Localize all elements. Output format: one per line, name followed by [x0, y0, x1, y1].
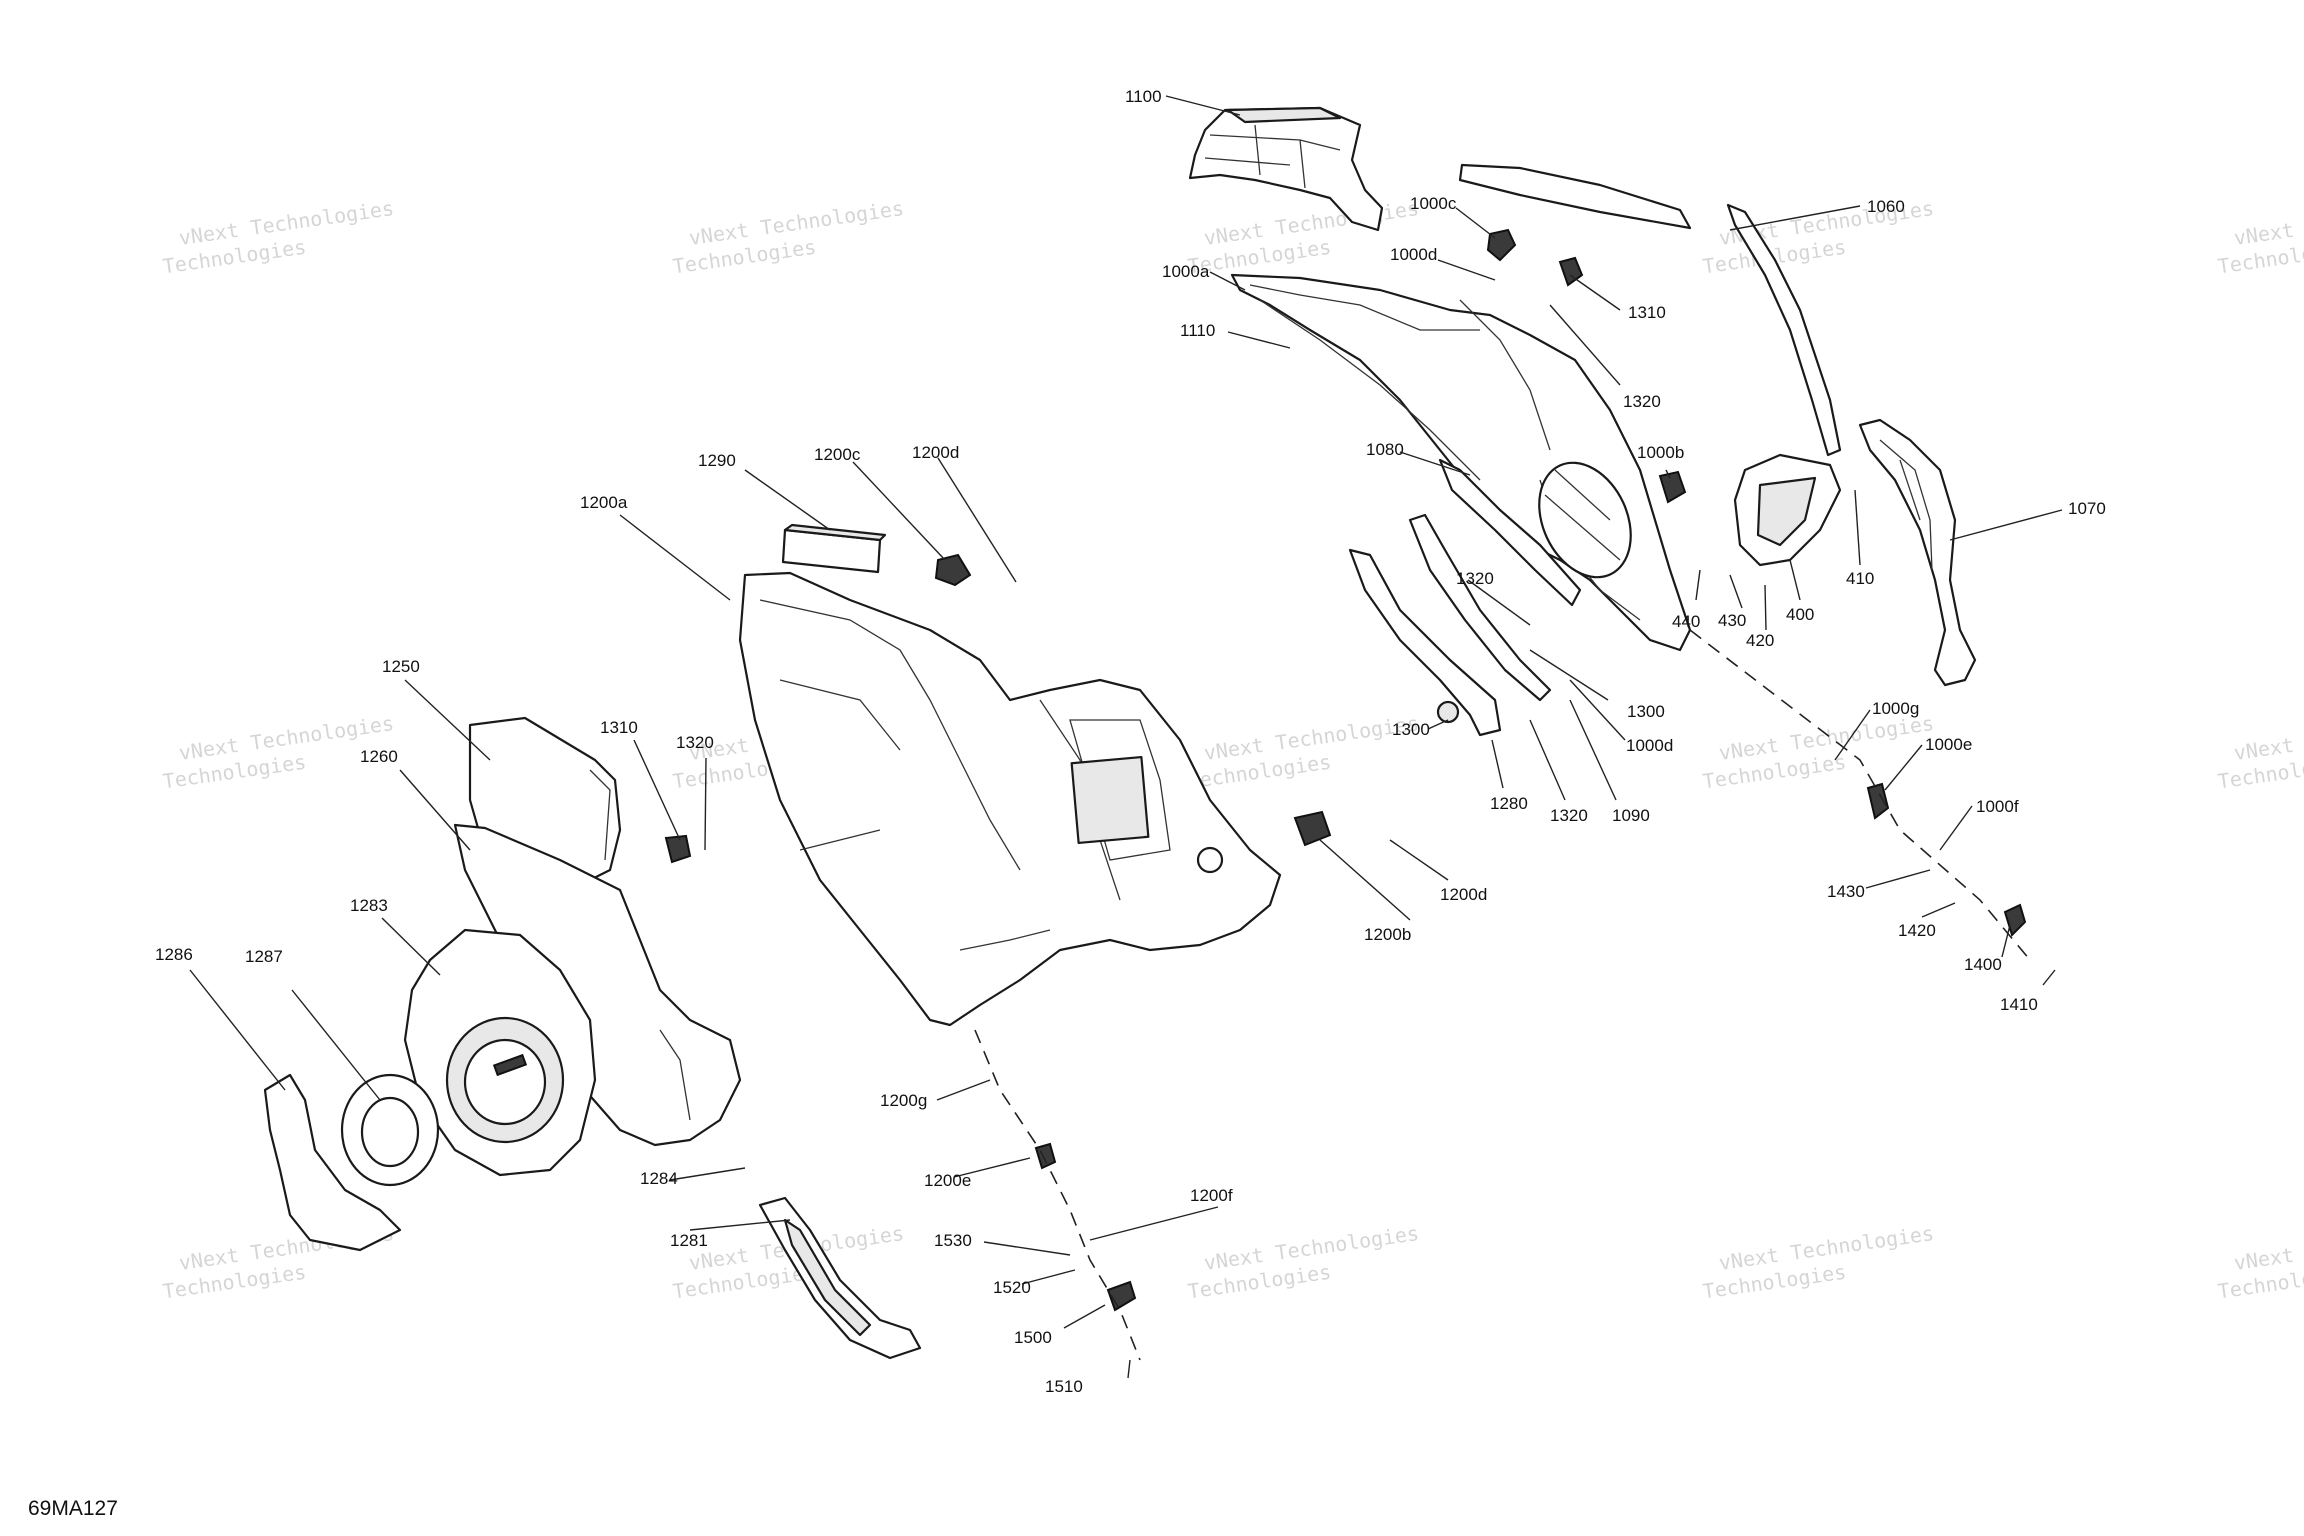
callout-1200c: 1200c [814, 445, 861, 464]
callout-1200b: 1200b [1364, 925, 1411, 944]
part-1200c-clip [934, 553, 972, 587]
leader-lines [189, 95, 2063, 1379]
callout-1430: 1430 [1827, 882, 1865, 901]
part-1200a-front-panel [738, 571, 1282, 1027]
callout-labels: 1100 1000c 1000d 1000a 1110 1310 1320 1060 1080 1… [155, 87, 2106, 1396]
callout-1300: 1300 [1627, 702, 1665, 721]
callout-1200e: 1200e [924, 1171, 971, 1190]
diagram-code: 69MA127 [28, 1497, 118, 1520]
part-1200b-clip [1293, 810, 1332, 847]
callout-1000d: 1000d [1390, 245, 1437, 264]
callout-1286: 1286 [155, 945, 193, 964]
watermark-line1: vNext Technologies [2232, 1221, 2304, 1275]
callout-1200d: 1200d [1440, 885, 1487, 904]
callout-1000d: 1000d [1626, 736, 1673, 755]
part-1281-grill [758, 1196, 922, 1360]
part-1000a-side-panel [1230, 273, 1692, 652]
part-1300-grommet [1436, 700, 1460, 724]
callout-1200f: 1200f [1190, 1186, 1233, 1205]
callout-1000c: 1000c [1410, 194, 1457, 213]
callout-1280: 1280 [1490, 794, 1528, 813]
callout-1530: 1530 [934, 1231, 972, 1250]
callout-430: 430 [1718, 611, 1746, 630]
assembly-line-right [1689, 629, 2031, 961]
callout-1000b: 1000b [1637, 443, 1684, 462]
part-1000e-clip [1866, 782, 1890, 820]
callout-400: 400 [1786, 605, 1814, 624]
callout-1070: 1070 [2068, 499, 2106, 518]
part-1290-block [781, 523, 887, 574]
callout-1500: 1500 [1014, 1328, 1052, 1347]
callout-1260: 1260 [360, 747, 398, 766]
part-1070-rear-panel [1858, 418, 1977, 687]
callout-1080: 1080 [1366, 440, 1404, 459]
part-400-handle [1733, 453, 1842, 567]
callout-1110: 1110 [1180, 321, 1215, 340]
part-1090-strip [1408, 513, 1552, 702]
part-1200e-clip [1034, 1142, 1057, 1170]
part-1080-strip [1438, 458, 1582, 607]
callout-1310: 1310 [600, 718, 638, 737]
callout-1200d: 1200d [912, 443, 959, 462]
callout-1300: 1300 [1392, 720, 1430, 739]
part-1100-console [1188, 106, 1384, 232]
watermark-line1: vNext Technologies [2232, 196, 2304, 250]
callout-1200g: 1200g [880, 1091, 927, 1110]
callout-440: 440 [1672, 612, 1700, 631]
callout-1250: 1250 [382, 657, 420, 676]
callout-1520: 1520 [993, 1278, 1031, 1297]
part-1310-clip [1558, 256, 1584, 287]
part-1283-speaker-housing [403, 928, 597, 1177]
callout-1000f: 1000f [1976, 797, 2019, 816]
callout-420: 420 [1746, 631, 1774, 650]
callout-410: 410 [1846, 569, 1874, 588]
callout-1510: 1510 [1045, 1377, 1083, 1396]
callout-1320: 1320 [1623, 392, 1661, 411]
callout-1000g: 1000g [1872, 699, 1919, 718]
part-1060-trim-strip [1458, 163, 1842, 457]
part-1500-latch [1106, 1280, 1137, 1312]
part-1000c-clip [1486, 228, 1517, 262]
part-1287-ring [340, 1073, 440, 1187]
callout-1320: 1320 [1550, 806, 1588, 825]
callout-1310: 1310 [1628, 303, 1666, 322]
part-1286-cover [263, 1073, 402, 1252]
part-1310-clip-b [664, 834, 692, 864]
callout-1420: 1420 [1898, 921, 1936, 940]
callout-1320: 1320 [676, 733, 714, 752]
callout-1281: 1281 [670, 1231, 708, 1250]
callout-1200a: 1200a [580, 493, 628, 512]
callout-1290: 1290 [698, 451, 736, 470]
callout-1410: 1410 [2000, 995, 2038, 1014]
callout-1287: 1287 [245, 947, 283, 966]
part-1000b-clip [1658, 470, 1687, 504]
callout-1060: 1060 [1867, 197, 1905, 216]
callout-1000a: 1000a [1162, 262, 1210, 281]
part-1280-strip [1348, 548, 1502, 737]
callout-1000e: 1000e [1925, 735, 1972, 754]
callout-1400: 1400 [1964, 955, 2002, 974]
callout-1320: 1320 [1456, 569, 1494, 588]
watermark-line1: vNext Technologies [2232, 711, 2304, 765]
callout-1284: 1284 [640, 1169, 678, 1188]
callout-1283: 1283 [350, 896, 388, 915]
callout-1090: 1090 [1612, 806, 1650, 825]
callout-1100: 1100 [1125, 87, 1162, 106]
